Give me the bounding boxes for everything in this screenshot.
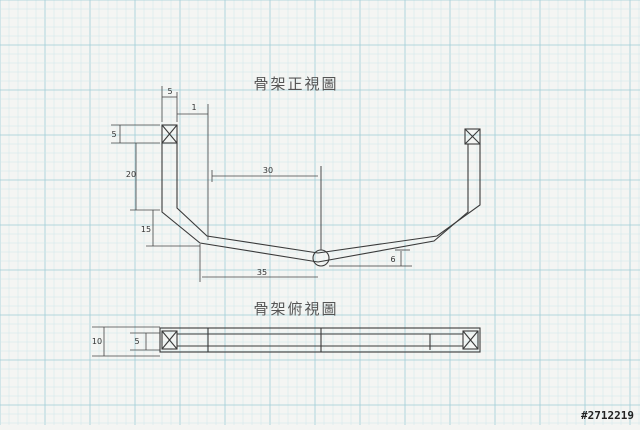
frame-outer-line (161, 143, 469, 263)
top-view (159, 327, 481, 353)
watermark: #2712219 (581, 409, 634, 422)
dim-block-height: 5 (111, 130, 116, 139)
dim-block-width: 5 (167, 87, 172, 96)
top-view-dimensions (92, 326, 160, 357)
front-view (161, 124, 481, 267)
dim-half-span-bottom: 35 (257, 268, 267, 277)
dim-offset: 1 (191, 103, 196, 112)
dim-upright-height: 20 (126, 170, 136, 179)
right-block (464, 128, 481, 145)
top-view-outline (159, 327, 481, 353)
dim-half-span-top: 30 (263, 166, 273, 175)
top-view-title: 骨架俯視圖 (253, 300, 338, 318)
left-block (161, 124, 178, 144)
dim-top-total-width: 10 (92, 337, 102, 346)
front-view-title: 骨架正視圖 (253, 75, 338, 93)
dim-slope-height: 15 (141, 225, 151, 234)
frame-inner-line (176, 143, 481, 254)
dim-sag: 6 (390, 255, 395, 264)
front-view-dimensions (111, 86, 402, 282)
dim-top-inner-width: 5 (134, 337, 139, 346)
